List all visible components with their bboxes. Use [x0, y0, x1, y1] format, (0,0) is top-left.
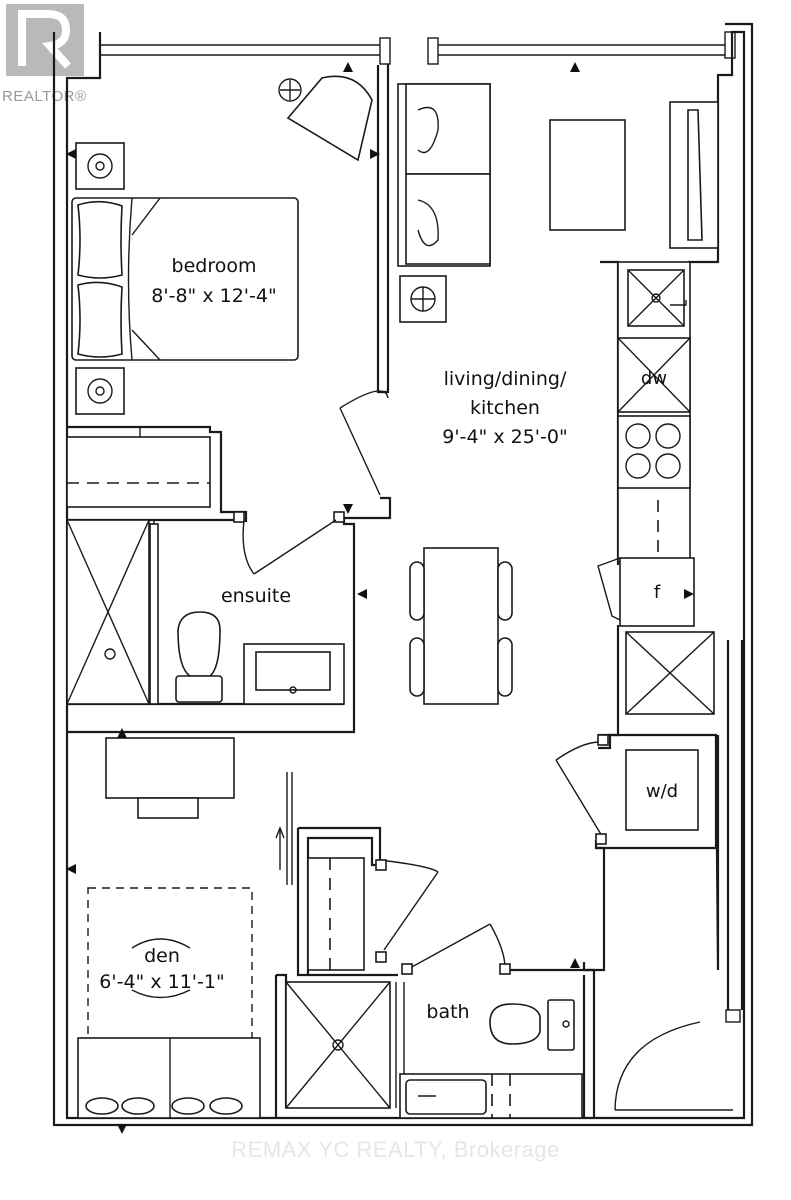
fridge-label: f: [654, 582, 661, 603]
living-furniture: [397, 83, 719, 705]
den-fixtures: [77, 737, 261, 1119]
realtor-logo-mark: [6, 4, 84, 76]
ensuite-label: ensuite: [221, 585, 291, 607]
realtor-logo: REALTOR®: [0, 0, 98, 112]
doors: [233, 390, 733, 1111]
living-label-line2: kitchen: [470, 397, 540, 419]
living-dimensions: 9'-4" x 25'-0": [442, 426, 567, 448]
washer-dryer-label: w/d: [646, 781, 678, 802]
dishwasher-label: dw: [641, 368, 667, 389]
den-label: den: [144, 945, 180, 967]
bath-fixtures: [285, 857, 583, 1119]
bedroom-dimensions: 8'-8" x 12'-4": [151, 285, 276, 307]
ensuite-fixtures: [66, 519, 345, 705]
kitchen-fixtures: [597, 261, 715, 831]
brokerage-watermark: REMAX YC REALTY, Brokerage: [231, 1137, 560, 1162]
bedroom-furniture: [66, 75, 373, 508]
direction-markers: [66, 62, 694, 1134]
bath-label: bath: [426, 1001, 469, 1023]
bedroom-label: bedroom: [172, 255, 257, 277]
realtor-logo-text: REALTOR®: [2, 88, 87, 105]
living-label-line1: living/dining/: [444, 368, 567, 390]
den-dimensions: 6'-4" x 11'-1": [99, 971, 224, 993]
